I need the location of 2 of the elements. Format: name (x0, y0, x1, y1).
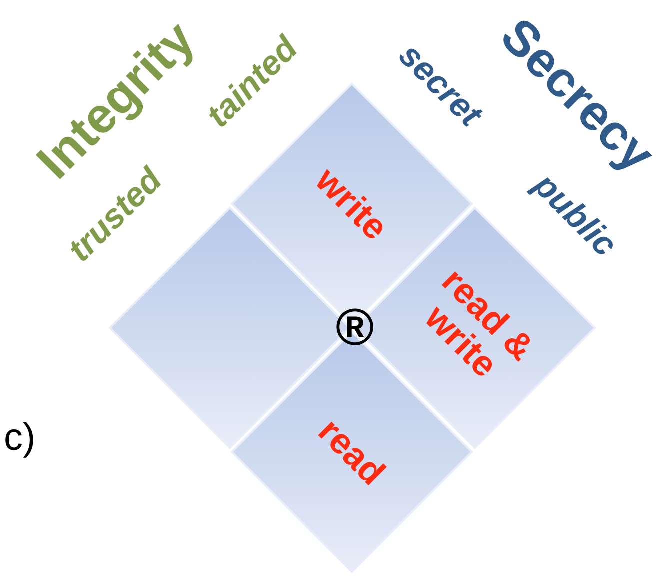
process-symbol: ® (327, 300, 383, 356)
panel-label: c) (4, 416, 36, 460)
